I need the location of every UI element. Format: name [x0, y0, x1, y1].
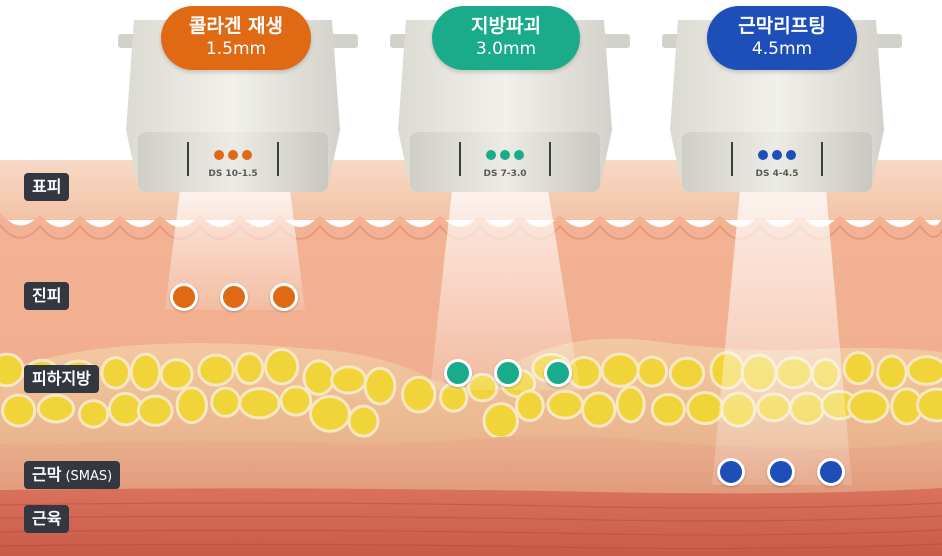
- layer-label-dermis: 진피: [24, 282, 70, 310]
- focal-point: [767, 458, 795, 486]
- fat-cell: [1, 393, 37, 428]
- fat-cell: [546, 389, 585, 420]
- layer-label-fat: 피하지방: [24, 365, 99, 393]
- fat-cell: [210, 386, 242, 418]
- fat-cell: [581, 391, 617, 428]
- fat-cell: [308, 395, 351, 433]
- fat-cell: [129, 352, 162, 392]
- fat-cell: [686, 391, 725, 426]
- focal-point: [817, 458, 845, 486]
- cartridge-code-2: DS 7-3.0: [483, 169, 526, 179]
- beam-cartridge-1: [165, 190, 305, 310]
- focal-point: [220, 283, 248, 311]
- fat-cell: [159, 358, 194, 391]
- smas-layer: [0, 435, 942, 500]
- badge-title: 콜라겐 재생: [188, 15, 283, 37]
- fat-cell: [330, 365, 367, 395]
- fat-cell: [175, 386, 208, 425]
- focal-point: [270, 283, 298, 311]
- cartridge-code-1: DS 10-1.5: [208, 169, 257, 179]
- focal-point: [544, 359, 572, 387]
- cartridge-code-3: DS 4-4.5: [755, 169, 798, 179]
- fat-cell: [650, 393, 686, 426]
- fat-cell: [136, 394, 174, 427]
- badge-depth: 1.5mm: [205, 39, 267, 59]
- fat-cell: [0, 352, 25, 388]
- fat-cell: [279, 385, 313, 417]
- badge-collagen: 콜라겐 재생 1.5mm: [161, 6, 311, 70]
- badge-title: 근막리프팅: [738, 15, 826, 37]
- beam-cartridge-2: [430, 190, 580, 390]
- fat-cell: [347, 404, 380, 438]
- layer-label-epidermis: 표피: [24, 173, 70, 201]
- fat-cell: [615, 385, 646, 424]
- beam-cartridge-3: [712, 190, 852, 485]
- focal-point: [717, 458, 745, 486]
- badge-fat: 지방파괴 3.0mm: [432, 6, 580, 70]
- badge-smas: 근막리프팅 4.5mm: [707, 6, 857, 70]
- fat-cell: [197, 353, 235, 387]
- fat-cell: [847, 389, 890, 424]
- fat-cell: [915, 387, 942, 423]
- muscle-layer: [0, 488, 942, 556]
- badge-title: 지방파괴: [471, 15, 541, 37]
- fat-cell: [100, 356, 131, 390]
- fat-cell: [36, 393, 76, 424]
- focal-point: [494, 359, 522, 387]
- fat-cell: [363, 366, 397, 406]
- fat-cell: [668, 356, 706, 391]
- fat-cell: [264, 347, 300, 386]
- fat-cell: [482, 402, 520, 440]
- layer-label-muscle: 근육: [24, 505, 70, 533]
- fat-cell: [77, 399, 110, 429]
- badge-depth: 3.0mm: [475, 39, 537, 59]
- fat-cell: [234, 351, 265, 386]
- focal-point: [444, 359, 472, 387]
- fat-cell: [600, 352, 640, 388]
- fat-cell: [238, 387, 281, 420]
- fat-cell: [906, 355, 942, 386]
- fat-cell: [842, 350, 875, 386]
- fat-cell: [401, 375, 437, 414]
- focal-point: [170, 283, 198, 311]
- fat-cell: [514, 389, 545, 423]
- fat-cell: [302, 359, 336, 396]
- layer-label-smas: 근막(SMAS): [24, 461, 121, 489]
- badge-depth: 4.5mm: [751, 39, 813, 59]
- fat-cell: [876, 354, 908, 391]
- fat-cell: [636, 355, 669, 388]
- fat-cell: [107, 391, 143, 427]
